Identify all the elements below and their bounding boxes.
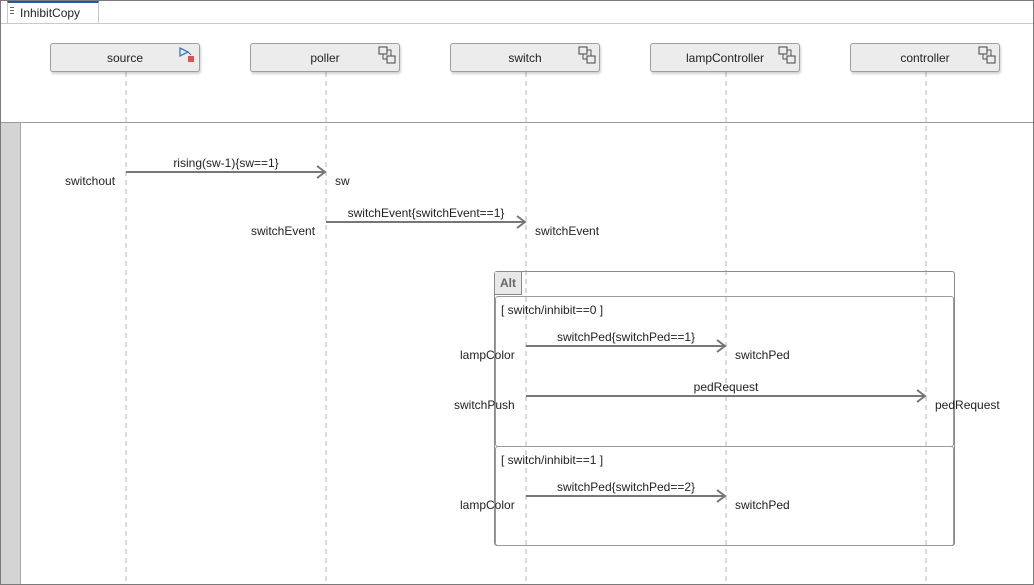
message-label[interactable]: rising(sw-1){sw==1} xyxy=(173,156,279,170)
source-port-label: lampColor xyxy=(460,498,515,512)
lifeline-source[interactable]: source xyxy=(50,43,200,72)
message-arrow-rising[interactable] xyxy=(126,165,327,179)
source-block-icon xyxy=(179,46,194,62)
tab-label: InhibitCopy xyxy=(20,6,81,20)
dest-port-label: pedRequest xyxy=(935,398,1000,412)
lifeline-label: switch xyxy=(508,51,542,65)
lifeline-poller[interactable]: poller xyxy=(250,43,400,72)
lifeline-lampcontroller[interactable]: lampController xyxy=(650,43,800,72)
message-label[interactable]: switchPed{switchPed==1} xyxy=(556,330,696,344)
alt-operand-2[interactable]: [ switch/inhibit==1 ] xyxy=(495,446,954,546)
dest-port-label: sw xyxy=(335,174,350,188)
subsystem-icon xyxy=(578,46,596,64)
message-label[interactable]: pedRequest xyxy=(693,380,759,394)
lifeline-label: source xyxy=(106,51,144,65)
lifeline-label: poller xyxy=(310,51,340,65)
timeline-gutter xyxy=(1,123,21,584)
message-arrow-switchevent[interactable] xyxy=(326,215,527,229)
subsystem-icon xyxy=(978,46,996,64)
source-port-label: switchout xyxy=(65,174,116,188)
operand-guard: [ switch/inhibit==0 ] xyxy=(501,303,604,317)
tab-grip-icon xyxy=(10,7,14,19)
tab-inhibitcopy[interactable]: InhibitCopy xyxy=(7,1,99,23)
dest-port-label: switchPed xyxy=(735,498,790,512)
message-arrow-pedrequest[interactable] xyxy=(526,389,927,403)
message-arrow-switchped-2[interactable] xyxy=(526,489,727,503)
lifeline-controller[interactable]: controller xyxy=(850,43,1000,72)
operand-guard: [ switch/inhibit==1 ] xyxy=(501,453,604,467)
source-port-label: switchEvent xyxy=(251,224,316,238)
message-arrow-switchped-1[interactable] xyxy=(526,339,727,353)
alt-fragment[interactable]: Alt [ switch/inhibit==0 ] [ switch/inhib… xyxy=(494,271,955,546)
source-port-label: lampColor xyxy=(460,348,515,362)
subsystem-icon xyxy=(378,46,396,64)
dest-port-label: switchEvent xyxy=(535,224,600,238)
dest-port-label: switchPed xyxy=(735,348,790,362)
message-label[interactable]: switchEvent{switchEvent==1} xyxy=(347,206,505,220)
subsystem-icon xyxy=(778,46,796,64)
lifeline-label: lampController xyxy=(685,51,765,65)
lifeline-header xyxy=(1,24,1033,123)
message-label[interactable]: switchPed{switchPed==2} xyxy=(556,480,696,494)
lifeline-switch[interactable]: switch xyxy=(450,43,600,72)
alt-fragment-tag: Alt xyxy=(495,272,522,295)
source-port-label: switchPush xyxy=(454,398,515,412)
tab-bar: InhibitCopy xyxy=(1,1,1033,24)
lifeline-label: controller xyxy=(900,51,950,65)
